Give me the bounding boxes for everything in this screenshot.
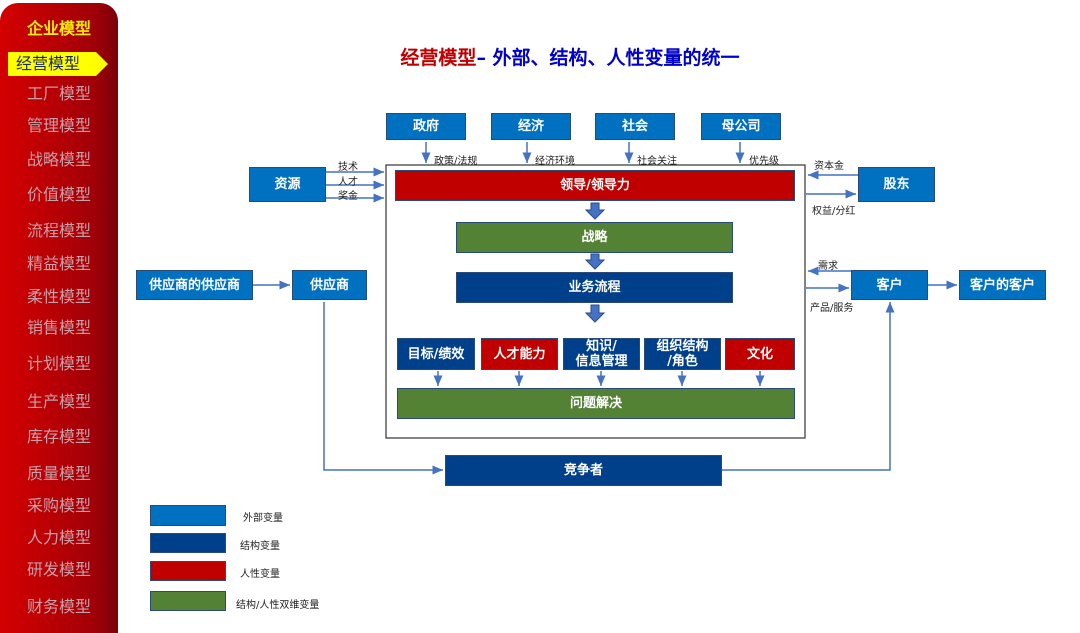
parent-company-box: 母公司 <box>701 113 781 140</box>
parent-label: 优先级 <box>749 156 779 167</box>
sidebar-item[interactable]: 工厂模型 <box>26 84 91 103</box>
sidebar-item[interactable]: 质量模型 <box>26 464 91 483</box>
capital-label: 资本金 <box>814 161 844 172</box>
talent-label: 人才 <box>338 177 358 188</box>
customer-box: 客户 <box>851 270 928 300</box>
sidebar: 企业模型 经营模型工厂模型管理模型战略模型价值模型流程模型精益模型柔性模型销售模… <box>0 3 118 633</box>
org-box: 组织结构 /角色 <box>644 338 721 370</box>
resources-box: 资源 <box>249 167 326 202</box>
society-label: 社会关注 <box>637 156 677 167</box>
culture-box: 文化 <box>725 338 795 370</box>
knowledge-box: 知识/ 信息管理 <box>563 338 640 370</box>
legend-label-dual: 结构/人性双维变量 <box>236 600 320 611</box>
equity-label: 权益/分红 <box>812 206 856 217</box>
legend-swatch-human <box>150 561 226 581</box>
tech-label: 技术 <box>338 162 358 173</box>
legend-swatch-structural <box>150 533 226 553</box>
page-title: 经营模型– 外部、结构、人性变量的统一 <box>330 43 810 70</box>
funds-label: 奖金 <box>338 191 358 202</box>
strategy-box: 战略 <box>456 222 733 253</box>
sidebar-header: 企业模型 <box>26 19 91 38</box>
sidebar-item[interactable]: 生产模型 <box>26 392 91 411</box>
society-box: 社会 <box>595 113 675 140</box>
talent-ability-box: 人才能力 <box>481 338 558 370</box>
customer-customer-box: 客户的客户 <box>959 270 1046 300</box>
sidebar-item[interactable]: 精益模型 <box>26 254 91 273</box>
goals-box: 目标/绩效 <box>397 338 475 370</box>
sidebar-item[interactable]: 价值模型 <box>26 185 91 204</box>
legend-label-structural: 结构变量 <box>240 541 280 552</box>
legend-label-external: 外部变量 <box>243 513 283 524</box>
competitor-box: 竞争者 <box>445 455 722 486</box>
sidebar-item[interactable]: 柔性模型 <box>26 287 91 306</box>
sidebar-item[interactable]: 人力模型 <box>26 528 91 547</box>
supplier-supplier-box: 供应商的供应商 <box>136 270 253 300</box>
demand-label: 需求 <box>818 261 838 272</box>
economy-box: 经济 <box>491 113 571 140</box>
gov-box: 政府 <box>386 113 466 140</box>
process-box: 业务流程 <box>456 272 733 303</box>
legend-swatch-dual <box>150 591 226 611</box>
legend-label-human: 人性变量 <box>240 569 280 580</box>
sidebar-item[interactable]: 流程模型 <box>26 221 91 240</box>
shareholder-box: 股东 <box>858 167 935 202</box>
sidebar-item[interactable]: 计划模型 <box>26 354 91 373</box>
sidebar-item[interactable]: 经营模型 <box>8 52 108 76</box>
problem-solving-box: 问题解决 <box>397 388 795 419</box>
title-main: 经营模型 <box>400 47 477 69</box>
gov-label: 政策/法规 <box>434 156 478 167</box>
econ-label: 经济环境 <box>535 156 575 167</box>
sidebar-item[interactable]: 战略模型 <box>26 150 91 169</box>
sidebar-item[interactable]: 财务模型 <box>26 597 91 616</box>
sidebar-item[interactable]: 管理模型 <box>26 116 91 135</box>
sidebar-item[interactable]: 研发模型 <box>26 560 91 579</box>
products-label: 产品/服务 <box>810 303 854 314</box>
legend-swatch-external <box>150 505 226 526</box>
sidebar-item[interactable]: 库存模型 <box>26 427 91 446</box>
leadership-box: 领导/领导力 <box>395 170 795 201</box>
supplier-box: 供应商 <box>292 270 367 300</box>
sidebar-item[interactable]: 销售模型 <box>26 318 91 337</box>
title-sub: – 外部、结构、人性变量的统一 <box>476 47 740 69</box>
sidebar-item[interactable]: 采购模型 <box>26 496 91 515</box>
